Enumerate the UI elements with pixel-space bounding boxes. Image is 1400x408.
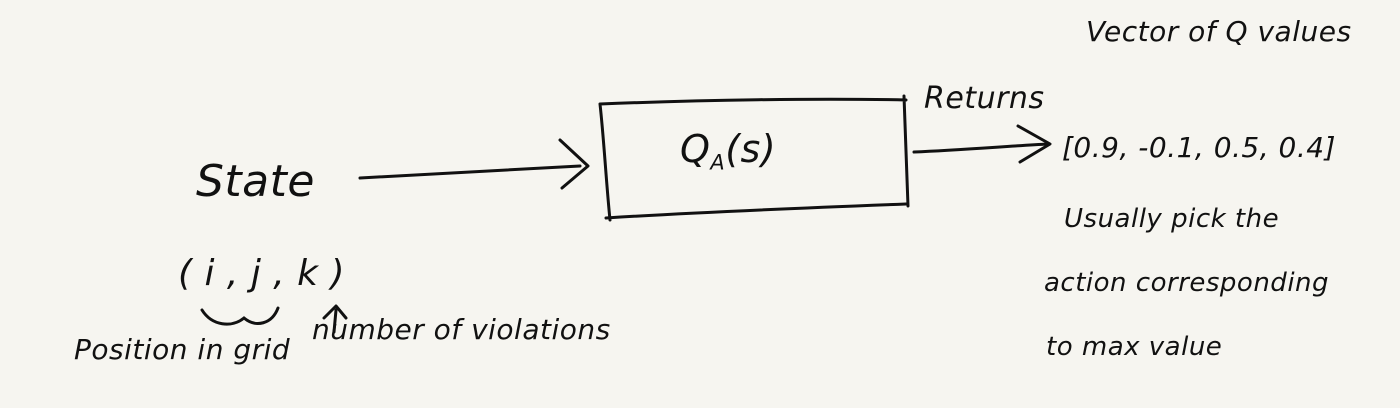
- q-function-subscript: A: [710, 150, 726, 175]
- returns-label: Returns: [924, 81, 1045, 116]
- state-label: State: [196, 156, 315, 207]
- state-tuple: ( i , j , k ): [178, 253, 345, 294]
- position-brace: [200, 306, 280, 326]
- selection-note-line-3: to max value: [1046, 332, 1223, 362]
- q-function-label: QA(s): [680, 130, 776, 173]
- violations-label: number of violations: [312, 313, 611, 346]
- input-arrowhead: [558, 138, 590, 190]
- selection-note-line-1: Usually pick the: [1064, 204, 1280, 234]
- q-values-vector: [0.9, -0.1, 0.5, 0.4]: [1062, 131, 1336, 164]
- q-function-argument: (s): [725, 127, 777, 171]
- selection-note-line-2: action corresponding: [1044, 268, 1330, 298]
- output-arrow: [912, 142, 1050, 154]
- vector-title: Vector of Q values: [1086, 15, 1352, 48]
- function-box: [598, 94, 910, 222]
- input-arrow: [358, 164, 582, 180]
- output-arrowhead: [1016, 124, 1052, 164]
- position-in-grid-label: Position in grid: [74, 333, 291, 366]
- violations-pointer: [322, 304, 348, 334]
- q-function-symbol: Q: [680, 127, 711, 171]
